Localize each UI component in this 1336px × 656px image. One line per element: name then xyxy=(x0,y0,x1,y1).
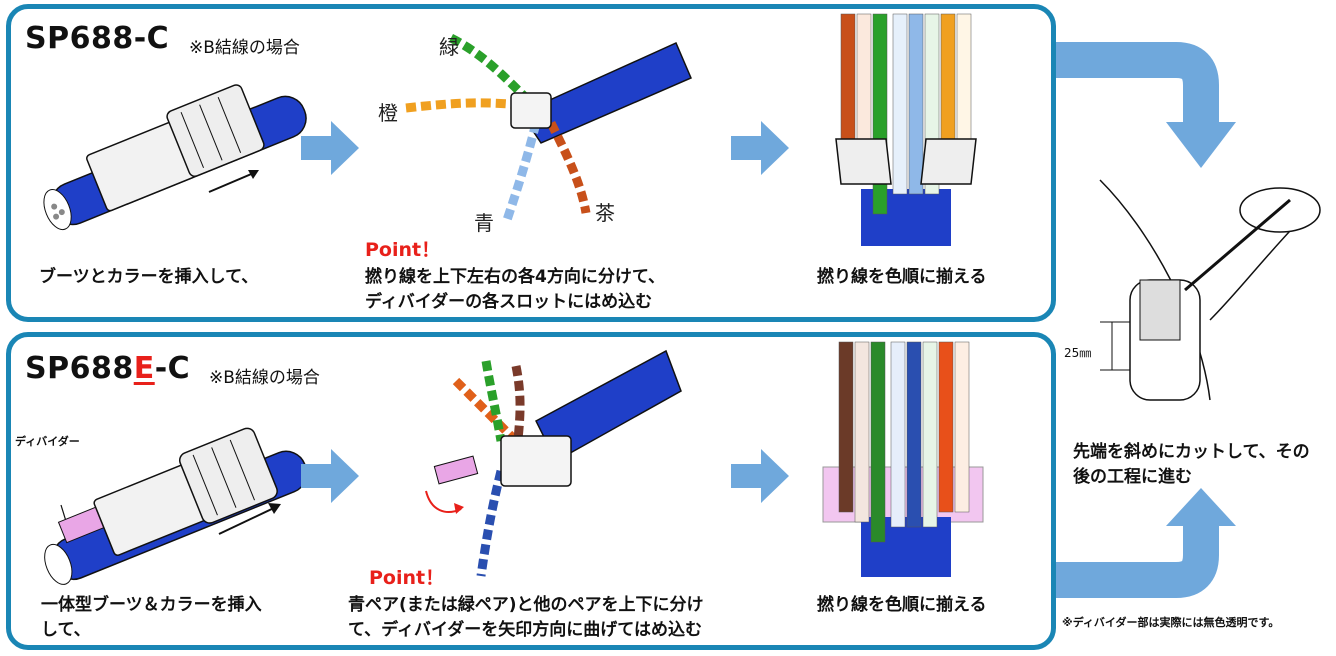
step1-caption: ブーツとカラーを挿入して、 xyxy=(39,267,259,287)
next-step-arrow xyxy=(731,121,789,175)
step3-caption: 撚り線を色順に揃える xyxy=(817,267,987,287)
flow-arrow-up xyxy=(1056,488,1236,598)
panel-subtitle: ※B結線の場合 xyxy=(209,368,320,388)
step2-caption-line1: 撚り線を上下左右の各4方向に分けて、 xyxy=(365,267,665,287)
wire-label-blue: 青 xyxy=(474,211,494,235)
step2-caption-line1: 青ペア(または緑ペア)と他のペアを上下に分け xyxy=(348,595,704,615)
step1-caption-line1: 一体型ブーツ＆カラーを挿入 xyxy=(41,595,262,615)
cable-boot-illustration xyxy=(43,84,307,231)
wire-label-green: 緑 xyxy=(439,35,459,59)
final-step-caption-line1: 先端を斜めにカットして、その xyxy=(1073,442,1310,462)
one-piece-boot-illustration xyxy=(44,427,308,585)
twisted-pairs-illustration xyxy=(405,33,692,225)
dimension-label: 25㎜ xyxy=(1064,346,1092,360)
panel-title: SP688E-C xyxy=(25,351,191,386)
point-label: Point！ xyxy=(365,239,441,261)
next-step-arrow xyxy=(731,449,789,503)
wire-label-brown: 茶 xyxy=(595,201,615,225)
next-step-arrow xyxy=(301,121,359,175)
step1-caption-line2: して、 xyxy=(41,620,91,640)
flow-arrow-down xyxy=(1056,42,1236,168)
cut-wires-illustration xyxy=(1099,179,1321,401)
panel-title: SP688-C xyxy=(25,21,170,56)
wire-label-orange: 橙 xyxy=(378,101,398,125)
step3-caption: 撚り線を色順に揃える xyxy=(817,595,987,615)
next-step-arrow xyxy=(301,449,359,503)
final-step-caption-line2: 後の工程に進む xyxy=(1073,467,1192,487)
panel-sp688e-c: SP688E-C ※B結線の場合 ディバイダー 一体型ブーツ＆カラーを挿入 して… xyxy=(6,332,1056,650)
step2-caption-line2: て、ディバイダーを矢印方向に曲げてはめ込む xyxy=(348,620,702,640)
wires-ordered-illustration xyxy=(822,341,984,577)
wires-ordered-illustration xyxy=(835,13,977,246)
divider-bend-illustration xyxy=(425,349,682,577)
panel-subtitle: ※B結線の場合 xyxy=(189,38,300,58)
divider-footnote: ※ディバイダー部は実際には無色透明です。 xyxy=(1062,616,1280,629)
panel-sp688-c: SP688-C ※B結線の場合 ブーツとカラーを挿入して、 緑 橙 青 茶 Po… xyxy=(6,4,1056,322)
divider-label: ディバイダー xyxy=(15,435,80,448)
step2-caption-line2: ディバイダーの各スロットにはめ込む xyxy=(365,292,653,312)
point-label: Point！ xyxy=(369,567,445,589)
